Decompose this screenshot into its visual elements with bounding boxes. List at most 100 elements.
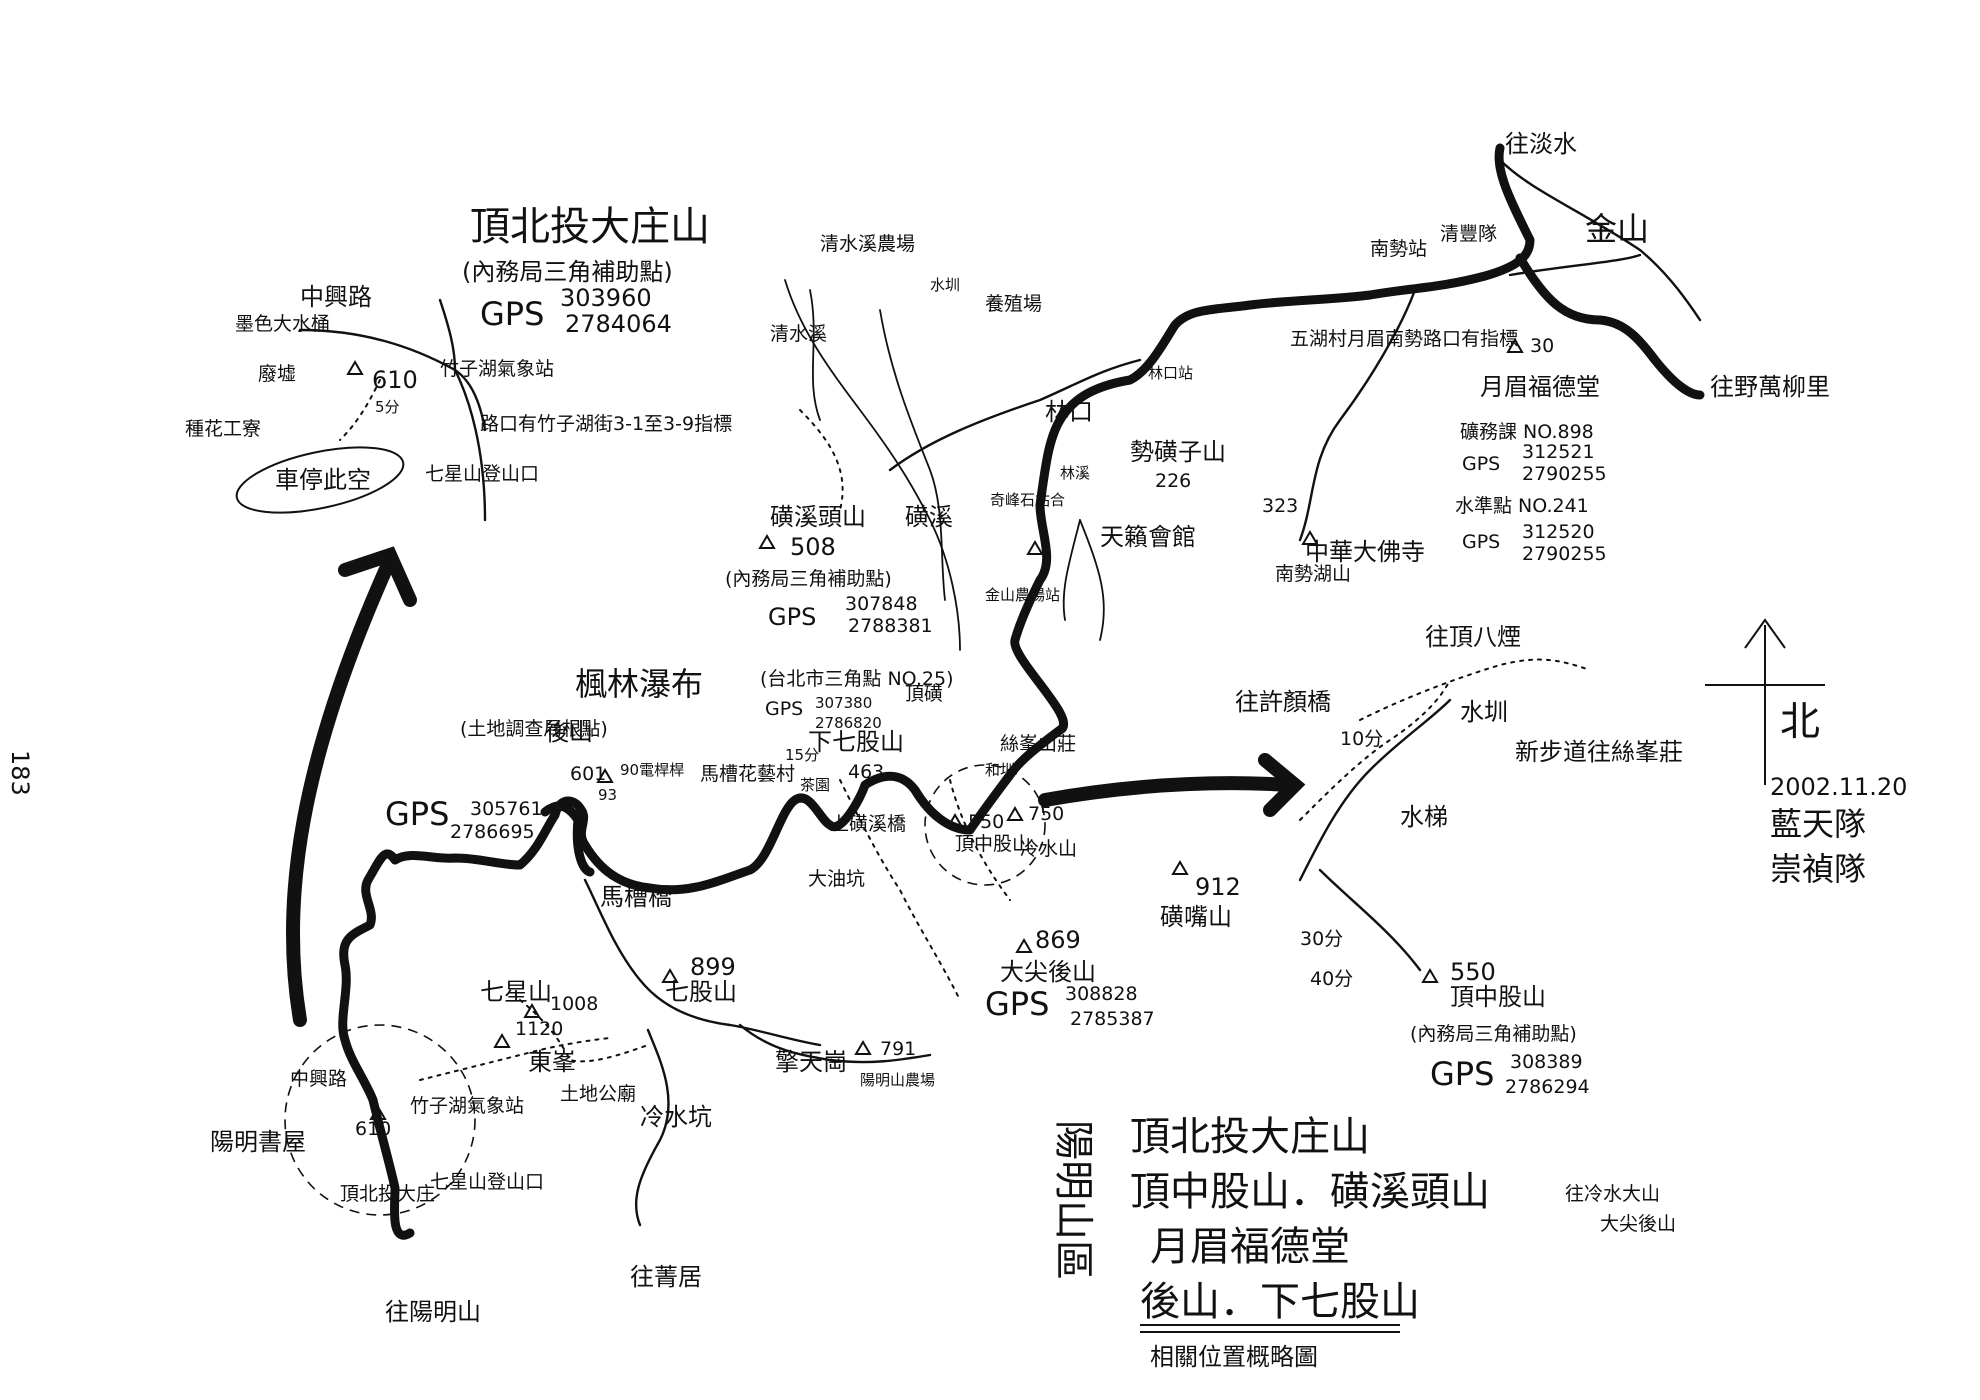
compass-head [1744, 618, 1786, 649]
place-water: 水準點 NO.241 [1455, 495, 1589, 517]
inset-top-gps-label: GPS [480, 295, 544, 333]
inset-right-to-dingbayan: 往頂八煙 [1425, 623, 1521, 651]
place-dajian-gps-label: GPS [985, 985, 1049, 1023]
trail-dongfeng [519, 999, 649, 1063]
inset-top-dump: 廢墟 [258, 363, 296, 385]
place-huangxitou-gps1: 307848 [845, 593, 918, 615]
place-nanshi-mtn: 南勢湖山 [1275, 563, 1351, 585]
place-xiaqigu-gps1: 307380 [815, 694, 872, 712]
place-heping: 和圳 [985, 761, 1015, 779]
place-qingfeng-shop: 清豐隊 [1440, 223, 1497, 245]
inset-top-road [298, 328, 487, 432]
place-huangxitou-elev: 508 [790, 533, 836, 561]
stream-qingshui-branch [809, 289, 821, 421]
inset-right-peak-name: 頂中股山 [1450, 983, 1546, 1011]
place-dingbei-elev: 610 [355, 1118, 391, 1140]
place-tianlai: 天籟會館 [1100, 523, 1196, 551]
place-xiaqigu-elev: 463 [848, 761, 884, 783]
inset-right-t30: 30分 [1300, 928, 1343, 950]
big-arrow-east [1038, 776, 1297, 807]
place-farm2: 陽明山農場 [860, 1071, 935, 1089]
place-tea-garden: 茶園 [800, 776, 830, 794]
inset-right-to-dajian: 大尖後山 [1600, 1213, 1676, 1235]
inset-top-road: 中興路 [300, 283, 372, 311]
trail-inset-top [339, 379, 381, 441]
place-tu-gong: 土地公廟 [560, 1083, 636, 1105]
title-line-2: 頂中股山．磺溪頭山 [1130, 1169, 1490, 1215]
place-huangzui-elev: 912 [1195, 873, 1241, 901]
place-huangxitou: 磺溪頭山 [770, 503, 866, 531]
place-xiaqigu-gps2: 2786820 [815, 714, 882, 732]
place-houshan-elev: 601 [570, 763, 606, 785]
road-qingtian [738, 1023, 932, 1064]
place-farm2-elev: 791 [880, 1038, 916, 1060]
dashed-circle-dingzhonggu [924, 764, 1046, 886]
inset-top-title: 頂北投大庄山 [470, 204, 710, 250]
road-macao [583, 878, 822, 1047]
place-yangming-house: 陽明書屋 [210, 1128, 306, 1156]
place-nanshi-station: 南勢站 [1370, 238, 1427, 260]
place-fude-elev: 30 [1530, 335, 1554, 357]
compass-team-2: 崇禎隊 [1770, 850, 1866, 888]
stream-tianlai [1079, 519, 1105, 641]
place-water-gps1: 312520 [1522, 521, 1595, 543]
inset-top-peak: 610 [372, 366, 418, 394]
inset-right-t40: 40分 [1310, 968, 1353, 990]
compass-label: 北 [1780, 699, 1820, 745]
main-road [338, 143, 1535, 1240]
inset-top-trailhead: 七星山登山口 [425, 463, 539, 485]
place-mine1-gps1: 312521 [1522, 441, 1595, 463]
big-arrow-east-head [1258, 753, 1306, 817]
inset-top-road-right: 路口有竹子湖街3-1至3-9指標 [480, 413, 732, 435]
place-mine1: 礦務課 NO.898 [1460, 421, 1594, 443]
dashed-circle-zhongxing [284, 1024, 476, 1216]
big-arrow-north-head [338, 546, 417, 607]
inset-top-station: 竹子湖氣象站 [440, 358, 554, 380]
place-qixing: 七星山 [480, 978, 552, 1006]
place-lengshui: 冷水山 [1020, 838, 1077, 860]
place-houshan-gps1: 305761 [470, 798, 543, 820]
place-houshan-gps-label: GPS [385, 795, 449, 833]
place-dajian-elev: 869 [1035, 926, 1081, 954]
title-line-3: 月眉福德堂 [1150, 1224, 1350, 1270]
place-xiaqigu-gps-label: GPS [765, 698, 803, 720]
inset-top-farm: 種花工寮 [185, 418, 261, 440]
place-qixing-elev: 1120 [515, 1018, 563, 1040]
place-houshan: 後山 [545, 718, 593, 746]
place-water-gps2: 2790255 [1522, 543, 1607, 565]
inset-right-t10: 10分 [1340, 728, 1383, 750]
stream-tianlai-2 [1062, 519, 1081, 621]
place-t15: 15分 [785, 746, 819, 764]
place-pole2: 93 [598, 786, 617, 804]
page-number: 183 [6, 750, 34, 796]
road-north-tamsui [1498, 158, 1702, 322]
inset-top-tree: 墨色大水桶 [235, 313, 330, 335]
inset-right-road-2 [1318, 868, 1422, 972]
inset-top-parking: 車停此空 [275, 466, 371, 494]
road-jinshan-east [1508, 253, 1642, 277]
place-macao-bridge: 馬槽橋 [600, 883, 672, 911]
inset-right-gps-label: GPS [1430, 1055, 1494, 1093]
place-qigu-elev: 899 [690, 953, 736, 981]
place-to-yewanli: 往野萬柳里 [1710, 373, 1830, 401]
place-qingshui-farm: 清水溪農場 [820, 233, 915, 255]
place-dinghuang: 頂磺 [905, 683, 943, 705]
place-canal2: 水圳 [930, 276, 960, 294]
place-to-yangmingshan: 往陽明山 [385, 1298, 481, 1326]
parking-ellipse [235, 446, 405, 514]
place-mine1-gps-label: GPS [1462, 453, 1500, 475]
place-shifeng: 絲峯山莊 [1000, 733, 1076, 755]
place-huangxitou-gps2: 2788381 [848, 615, 933, 637]
inset-right-peak-elev: 550 [1450, 958, 1496, 986]
inset-top-gps1: 303960 [560, 284, 652, 312]
place-to-zhuangding: 往菁居 [630, 1263, 702, 1291]
place-linkou: 林口 [1045, 398, 1093, 426]
place-zhongxing-road: 中興路 [290, 1068, 347, 1090]
title-line-4: 後山．下七股山 [1140, 1279, 1420, 1325]
place-shilingzi: 勢磺子山 [1130, 438, 1226, 466]
inset-right-to-xuxi: 往許顏橋 [1235, 688, 1331, 716]
inset-right-to-lengshui: 往冷水大山 [1565, 1183, 1660, 1205]
place-fish-farm: 養殖場 [985, 293, 1042, 315]
inset-top-road-3 [438, 298, 457, 372]
place-houshan-gps2: 2786695 [450, 821, 535, 843]
